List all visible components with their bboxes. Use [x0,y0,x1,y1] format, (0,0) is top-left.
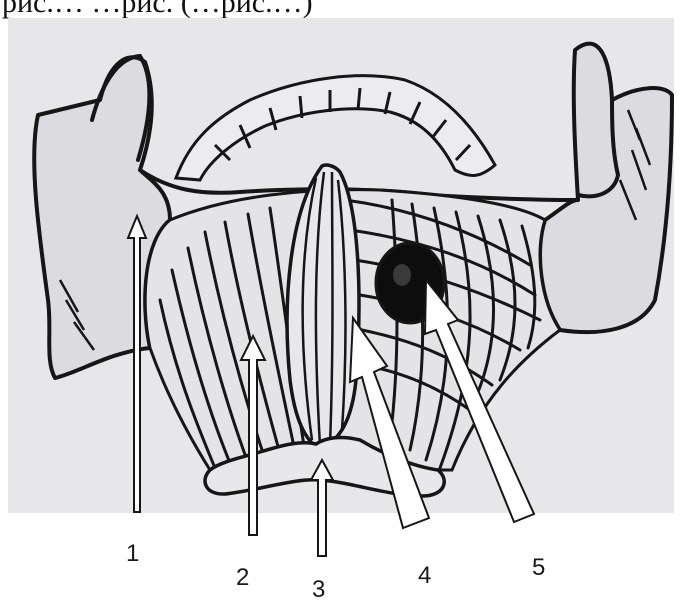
label-5: 5 [532,554,545,582]
label-3: 3 [312,576,325,604]
label-2: 2 [236,564,249,592]
label-1: 1 [126,540,139,568]
dark-round-mass-highlight [393,264,411,286]
label-4: 4 [418,562,431,590]
